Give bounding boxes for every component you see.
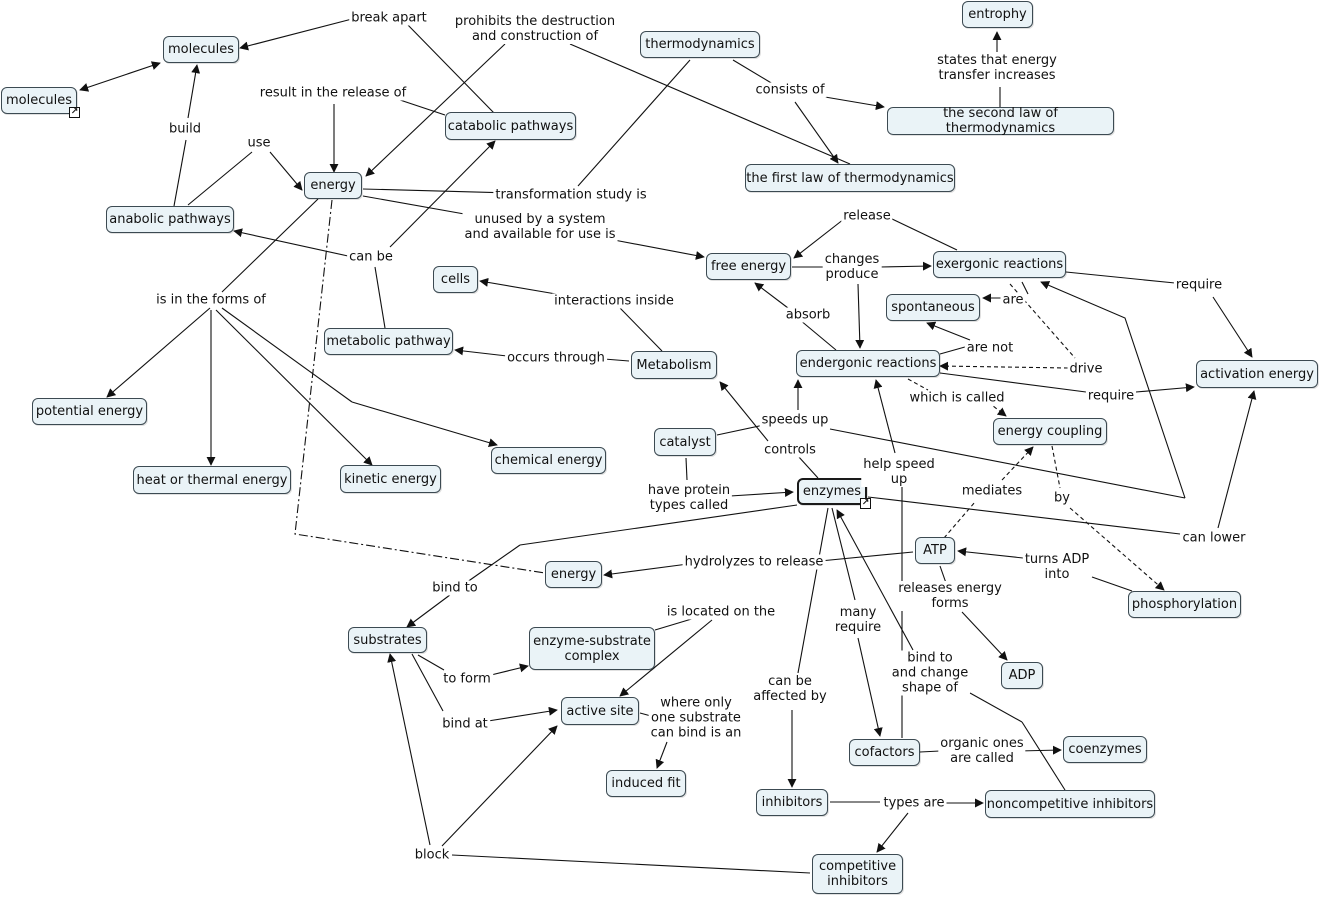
link-label: bind to and change shape of — [889, 650, 971, 696]
link-label: controls — [762, 442, 818, 458]
link-label: bind at — [440, 716, 490, 732]
link-label: absorb — [783, 307, 833, 323]
link-label: unused by a system and available for use… — [462, 212, 618, 242]
concept-competitive-inhibitors[interactable]: competitive inhibitors — [812, 854, 903, 894]
external-link-icon[interactable]: ↗ — [69, 107, 80, 118]
link-label: types are — [881, 795, 947, 811]
link-label: can be — [347, 249, 395, 265]
concept-active-site[interactable]: active site — [561, 697, 639, 725]
link-label: prohibits the destruction and constructi… — [452, 14, 618, 44]
concept-free-energy[interactable]: free energy — [706, 253, 791, 280]
link-label: bind to — [430, 580, 480, 596]
link-label: releases energy forms — [896, 581, 1004, 611]
concept-exergonic-reactions[interactable]: exergonic reactions — [933, 251, 1066, 278]
concept-potential-energy[interactable]: potential energy — [32, 398, 147, 425]
link-label: help speed up — [861, 457, 937, 487]
concept-adp[interactable]: ADP — [1001, 662, 1043, 689]
concept-anabolic-pathways[interactable]: anabolic pathways — [106, 206, 234, 233]
link-label: use — [245, 135, 273, 151]
link-label: speeds up — [759, 412, 831, 428]
concept-kinetic-energy[interactable]: kinetic energy — [340, 465, 441, 493]
link-label: consists of — [753, 82, 827, 98]
concept-cofactors[interactable]: cofactors — [849, 739, 920, 766]
external-link-icon[interactable]: ↗ — [860, 498, 871, 509]
concept-first-law[interactable]: the first law of thermodynamics — [745, 164, 955, 192]
concept-phosphorylation[interactable]: phosphorylation — [1128, 591, 1241, 618]
concept-enzyme-substrate-complex[interactable]: enzyme-substrate complex — [529, 627, 655, 670]
link-label: states that energy transfer increases — [935, 53, 1059, 83]
concept-spontaneous[interactable]: spontaneous — [886, 294, 980, 321]
link-label: is located on the — [664, 604, 778, 620]
concept-atp[interactable]: ATP — [915, 537, 955, 564]
concept-catabolic-pathways[interactable]: catabolic pathways — [445, 112, 576, 140]
link-label: which is called — [907, 390, 1007, 406]
concept-catalyst[interactable]: catalyst — [654, 428, 716, 456]
link-label: can lower — [1180, 530, 1248, 546]
concept-energy-released[interactable]: energy — [545, 561, 602, 588]
link-label: interactions inside — [552, 293, 676, 309]
link-label: changes produce — [822, 252, 882, 282]
link-label: to form — [441, 671, 493, 687]
link-label: break apart — [349, 10, 429, 26]
link-label: hydrolyzes to release — [682, 554, 826, 570]
concept-molecules-linked[interactable]: molecules — [1, 87, 77, 114]
link-label: block — [412, 847, 452, 863]
link-label: organic ones are called — [938, 736, 1026, 766]
concept-coenzymes[interactable]: coenzymes — [1063, 736, 1147, 763]
link-label: result in the release of — [257, 85, 409, 101]
link-label: require — [1085, 388, 1137, 404]
link-label: by — [1052, 490, 1072, 506]
concept-chemical-energy[interactable]: chemical energy — [491, 447, 606, 474]
concept-energy[interactable]: energy — [304, 172, 362, 199]
concept-endergonic-reactions[interactable]: endergonic reactions — [796, 350, 940, 377]
concept-substrates[interactable]: substrates — [348, 627, 427, 653]
link-label: are not — [964, 340, 1016, 356]
concept-activation-energy[interactable]: activation energy — [1196, 360, 1318, 388]
link-label: drive — [1067, 361, 1105, 377]
concept-inhibitors[interactable]: inhibitors — [756, 789, 828, 816]
concept-metabolic-pathway[interactable]: metabolic pathway — [324, 328, 453, 355]
link-label: where only one substrate can bind is an — [648, 695, 744, 741]
concept-entrophy[interactable]: entrophy — [962, 1, 1033, 28]
concept-enzymes[interactable]: enzymes — [797, 478, 867, 505]
concept-thermodynamics[interactable]: thermodynamics — [640, 31, 760, 58]
link-label: many require — [832, 605, 884, 635]
link-label: require — [1173, 277, 1225, 293]
link-label: have protein types called — [645, 483, 733, 513]
link-label: is in the forms of — [154, 292, 268, 308]
link-label: transformation study is — [493, 187, 649, 203]
link-label: are — [1000, 292, 1026, 308]
concept-second-law[interactable]: the second law of thermodynamics — [887, 106, 1114, 136]
link-label: mediates — [959, 483, 1025, 499]
link-label: turns ADP into — [1022, 552, 1092, 582]
concept-metabolism[interactable]: Metabolism — [631, 351, 717, 379]
link-label: can be affected by — [751, 674, 829, 704]
concept-heat-thermal-energy[interactable]: heat or thermal energy — [133, 466, 291, 494]
concept-molecules[interactable]: molecules — [163, 36, 239, 63]
concept-energy-coupling[interactable]: energy coupling — [993, 418, 1107, 445]
concept-cells[interactable]: cells — [433, 266, 478, 293]
concept-induced-fit[interactable]: induced fit — [606, 770, 686, 797]
link-label: occurs through — [505, 350, 607, 366]
link-label: build — [167, 121, 203, 137]
link-label: release — [841, 208, 893, 224]
concept-noncompetitive-inhibitors[interactable]: noncompetitive inhibitors — [985, 790, 1155, 818]
